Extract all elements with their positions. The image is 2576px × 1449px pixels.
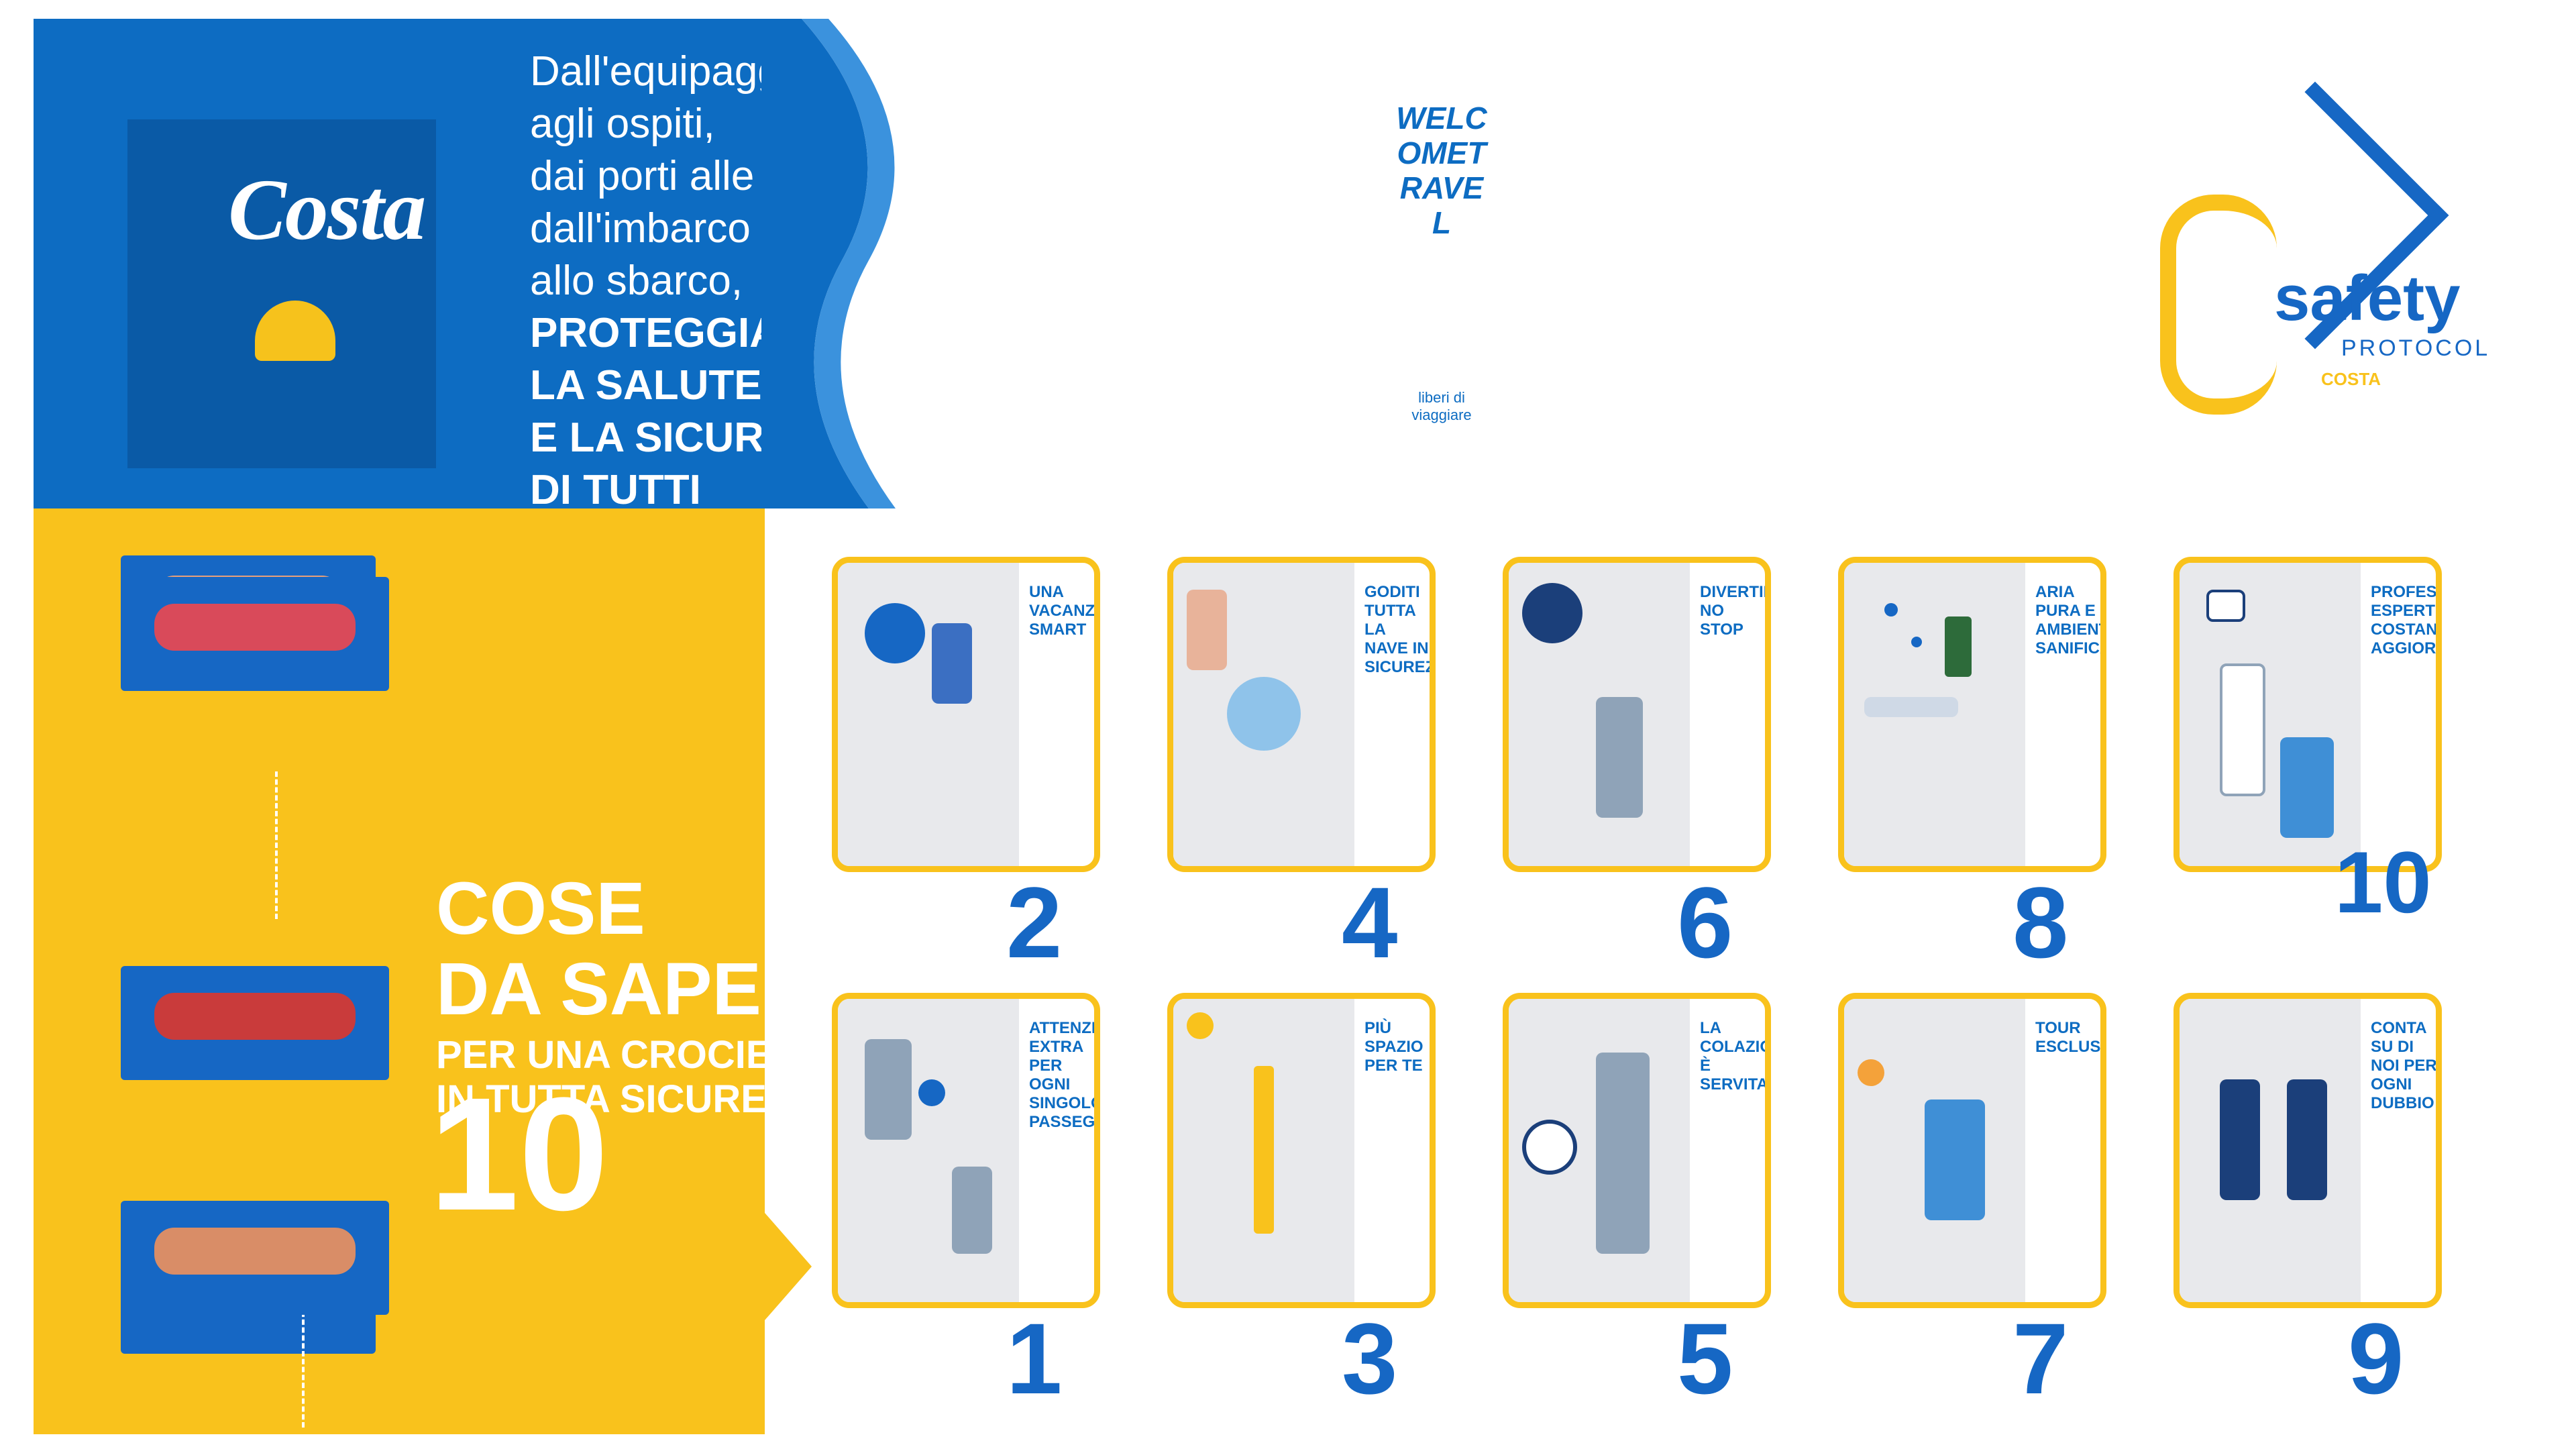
tip-illustration [1844,563,2025,866]
more-info-line: entra in questa [1194,239,1306,319]
safety-word: safety [2274,262,2461,334]
tip-illustration [1844,999,2025,1302]
tip-card-1: ATTENZIONI EXTRA PER OGNI SINGOLO PASSEG… [832,993,1100,1308]
costa-sun-icon [255,301,335,361]
more-info-text: Per maggiori informazioni, entra in ques… [1194,107,1385,365]
intro-line: dall'imbarco [530,205,751,252]
tip-label: TOUR ESCLUSIVI [2035,1019,2106,1056]
tip-number: 5 [1677,1302,1733,1415]
tip-number: 10 [2334,833,2432,931]
tip-card-6: DIVERTIMENTO NO STOP [1503,557,1771,872]
distance-arrow [302,1280,307,1428]
tip-card-5: LA COLAZIONE È SERVITA [1503,993,1771,1308]
safety-costa-word: COSTA [2321,369,2381,389]
tip-label: GODITI TUTTA LA NAVE IN SICUREZZA [1364,583,1436,676]
tip-illustration [1509,999,1690,1302]
tip-illustration [1509,563,1690,866]
more-info-line: Agenzia [1194,325,1316,362]
intro-line-bold: LA SALUTE [530,362,762,409]
distance-arrow [275,771,278,919]
sunbather-man [154,1228,356,1275]
costa-logo: Costa [127,119,436,468]
tip-illustration [1173,563,1354,866]
title-panel-tab [765,1213,812,1320]
wave-decoration [761,19,896,508]
tip-card-8: ARIA PURA E AMBIENTI SANIFICATI [1838,557,2106,872]
tip-number: 1 [1006,1302,1063,1415]
tip-card-2: UNA VACANZA SMART [832,557,1100,872]
tip-card-9: CONTA SU DI NOI PER OGNI DUBBIO [2174,993,2442,1308]
tip-illustration [838,999,1019,1302]
tip-label: PIÙ SPAZIO PER TE [1364,1019,1424,1075]
tip-number: 8 [2012,866,2069,979]
tip-label: LA COLAZIONE È SERVITA [1700,1019,1768,1093]
welcometravel-logo: WELCOMETRAVEL liberi di viaggiare [1382,74,1503,463]
tip-label: ARIA PURA E AMBIENTI SANIFICATI [2035,583,2106,657]
more-info-line: Per maggiori [1194,110,1323,191]
tip-number: 7 [2012,1302,2069,1415]
intro-line: agli ospiti, [530,101,715,147]
title-sub1: PER UNA CROCIERA [436,1033,828,1077]
tip-label: CONTA SU DI NOI PER OGNI DUBBIO [2371,1019,2437,1112]
tip-number: 2 [1006,866,1063,979]
tip-card-4: GODITI TUTTA LA NAVE IN SICUREZZA [1167,557,1436,872]
tip-card-10: PROFESSIONISTI ESPERTI COSTANTEMENTE AGG… [2174,557,2442,872]
tip-number: 4 [1342,866,1398,979]
intro-line-bold: DI TUTTI [530,467,701,513]
title-line1: COSE [436,867,645,950]
tip-illustration [838,563,1019,866]
agency-tagline: liberi di viaggiare [1411,389,1472,423]
safety-protocol-word: PROTOCOL [2341,335,2491,361]
cloud-icon [2160,195,2277,415]
sunbather-woman [154,993,356,1040]
tip-label: ATTENZIONI EXTRA PER OGNI SINGOLO PASSEG… [1029,1019,1100,1131]
tip-label: UNA VACANZA SMART [1029,583,1100,639]
tip-illustration [2180,999,2361,1302]
tip-number: 9 [2348,1302,2404,1415]
costa-safety-protocol-logo: safety COSTA PROTOCOL [2140,81,2487,415]
title-number: 10 [429,1064,608,1244]
tip-card-7: TOUR ESCLUSIVI [1838,993,2106,1308]
tip-illustration [2180,563,2361,866]
title-line2: DA SAPERE [436,948,864,1030]
sunbather-woman [154,604,356,651]
title-sub2: IN TUTTA SICUREZZA [436,1077,843,1121]
costa-logo-word: Costa [228,162,426,258]
intro-line: allo sbarco, [530,258,743,304]
tip-illustration [1173,999,1354,1302]
tip-label: PROFESSIONISTI ESPERTI COSTANTEMENTE AGG… [2371,583,2442,657]
intro-panel: Costa Dall'equipaggio agli ospiti, dai p… [34,19,873,670]
tip-label: DIVERTIMENTO NO STOP [1700,583,1765,639]
more-info-line: informazioni, [1194,196,1385,233]
tip-number: 3 [1342,1302,1398,1415]
agency-name: WELCOMETRAVEL [1396,101,1487,240]
tip-card-3: PIÙ SPAZIO PER TE [1167,993,1436,1308]
tip-number: 6 [1677,866,1733,979]
